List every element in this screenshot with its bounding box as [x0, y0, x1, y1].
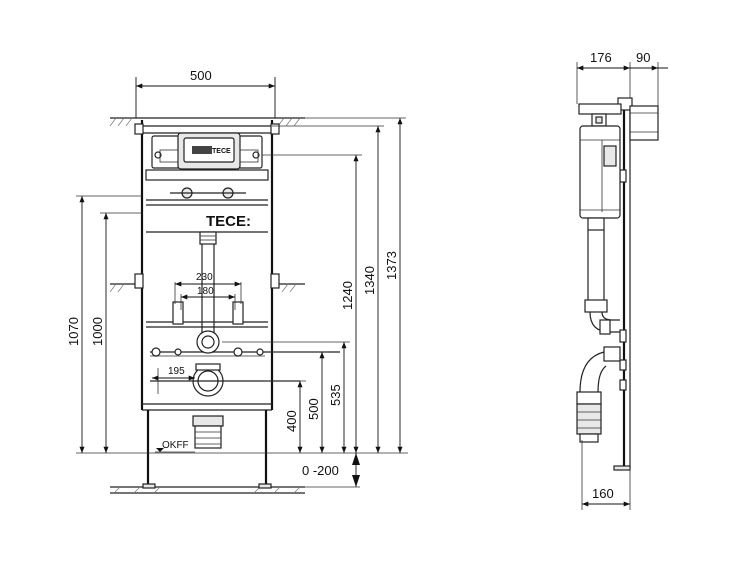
side-frame [613, 97, 659, 471]
dim-176-90: 176 90 [576, 50, 668, 106]
dim-230-label: 230 [196, 272, 213, 283]
flush-panel: TECE [151, 132, 263, 170]
dim-160-label: 160 [592, 486, 614, 501]
dim-1070: 1070 [66, 195, 148, 454]
frame [134, 120, 280, 489]
dim-160: 160 [581, 440, 631, 510]
dim-0-200: 0 -200 [302, 453, 360, 488]
floor-level-mark: OKFF [155, 440, 195, 453]
dim-0-200-label: 0 -200 [302, 463, 339, 478]
okff-label: OKFF [162, 440, 189, 451]
side-view: 176 90 160 [576, 50, 668, 510]
dim-500-label: 500 [190, 68, 212, 83]
dim-500-height: 500 [268, 351, 328, 453]
supply-valves [170, 187, 246, 199]
dim-1340-label: 1340 [362, 266, 377, 295]
dim-1000: 1000 [90, 212, 142, 453]
flush-pipe [199, 231, 217, 334]
dim-1373-label: 1373 [384, 251, 399, 280]
dim-535: 535 [222, 341, 350, 453]
dim-1070-label: 1070 [66, 317, 81, 346]
drain-stub [192, 415, 224, 449]
dim-400-label: 400 [284, 410, 299, 432]
side-waste-bend [576, 346, 621, 443]
dim-176-label: 176 [590, 50, 612, 65]
floor-hatch [110, 486, 305, 494]
dim-1340: 1340 [272, 125, 384, 453]
dim-195-label: 195 [168, 366, 185, 377]
dim-535-label: 535 [328, 384, 343, 406]
dim-195: 195 [152, 366, 195, 381]
dim-230-180: 230 180 [174, 272, 242, 310]
dim-400: 400 [265, 380, 306, 453]
side-cistern [578, 103, 622, 219]
dim-1000-label: 1000 [90, 317, 105, 346]
front-view: TECE TECE: [66, 68, 408, 494]
bolt-brackets [150, 301, 340, 357]
wall-top-hatch [109, 117, 305, 127]
dim-180-label: 180 [197, 286, 214, 297]
dim-500h-label: 500 [306, 398, 321, 420]
dim-1373: 1373 [305, 117, 406, 453]
tece-logo: TECE: [206, 213, 251, 230]
side-flush-pipe [584, 217, 620, 335]
panel-brand-text: TECE [212, 148, 231, 155]
dim-1240: 1240 [262, 154, 362, 453]
dim-1240-label: 1240 [340, 281, 355, 310]
dim-90-label: 90 [636, 50, 650, 65]
dim-500: 500 [135, 68, 276, 118]
flush-connector [196, 330, 220, 354]
